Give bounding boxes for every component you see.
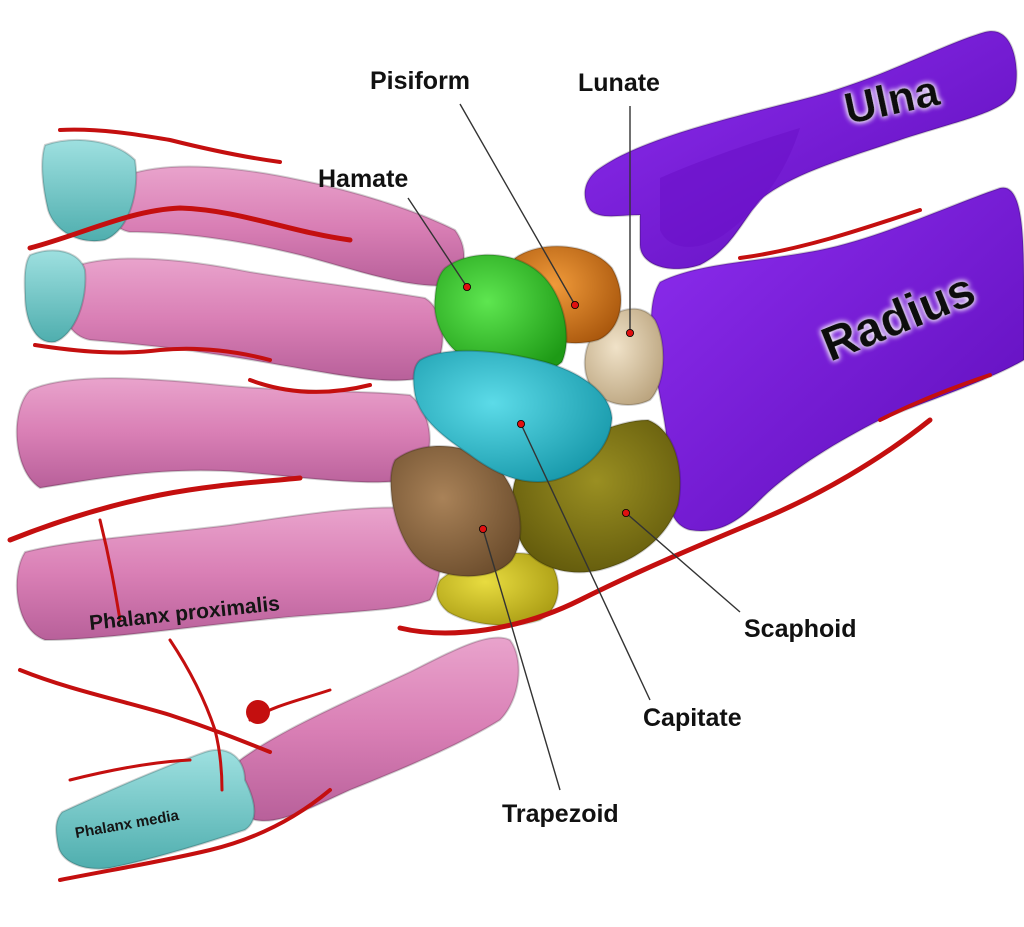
pisiform-marker [571, 300, 580, 309]
metacarpal-5 [230, 636, 520, 822]
hamate-label: Hamate [318, 165, 408, 193]
phalanx-head-1 [41, 139, 138, 243]
scaphoid-leader [625, 512, 741, 613]
phalanx-media-bone [55, 749, 256, 870]
capitate-marker [517, 419, 526, 428]
capitate-label: Capitate [643, 704, 742, 732]
callout-labels: Pisiform Lunate Hamate Scaphoid Capitate… [318, 67, 857, 828]
lunate-marker [626, 328, 635, 337]
trapezoid-label: Trapezoid [502, 800, 619, 828]
capitate [412, 349, 614, 483]
hamate-marker [462, 282, 471, 291]
metacarpal-3 [15, 377, 431, 490]
phalanx-head-2 [23, 249, 87, 344]
leader-lines [407, 103, 741, 791]
metacarpal-4 [15, 506, 442, 642]
trapezoid-leader [482, 528, 561, 791]
scaphoid-marker [622, 508, 631, 517]
capitate-leader [520, 423, 651, 701]
pisiform-label: Pisiform [370, 67, 470, 95]
lunate-label: Lunate [578, 69, 660, 97]
ulna [583, 30, 1018, 270]
scaphoid-label: Scaphoid [744, 615, 857, 643]
trapezoid-marker [478, 525, 487, 534]
hamate-leader [407, 197, 468, 288]
markers [462, 282, 635, 534]
pisiform-leader [459, 103, 576, 306]
